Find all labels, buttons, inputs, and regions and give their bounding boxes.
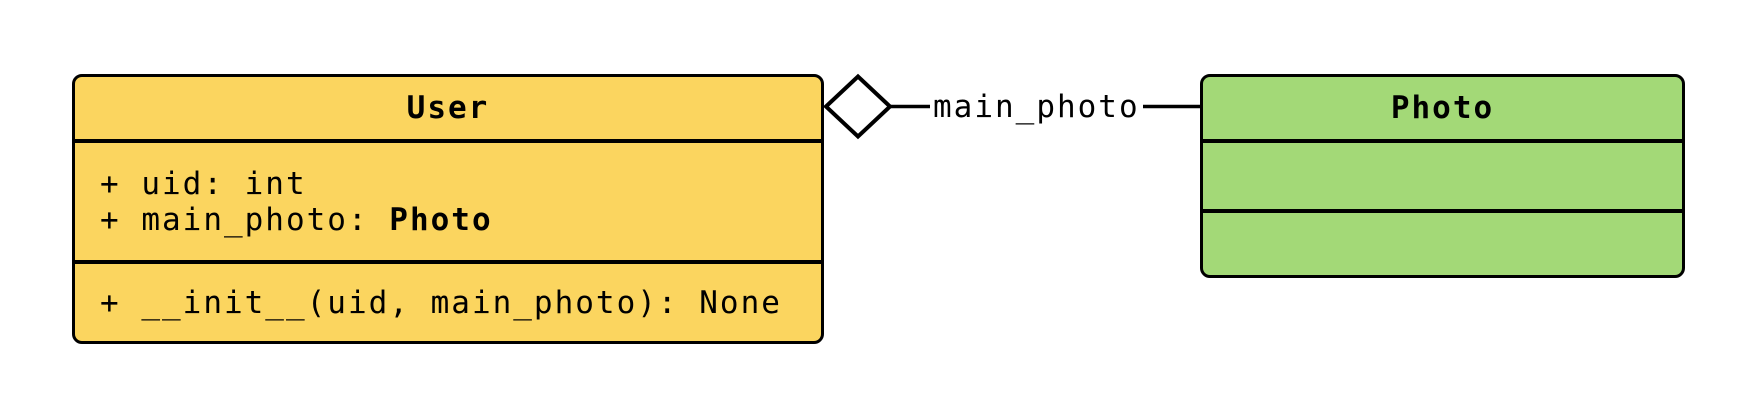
aggregation-diamond-icon — [823, 73, 893, 140]
attribute-line: + main_photo: Photo — [100, 202, 821, 238]
relationship-label: main_photo — [930, 88, 1143, 125]
class-attributes-compartment: + uid: int + main_photo: Photo — [75, 139, 821, 260]
method-line: + __init__(uid, main_photo): None — [100, 284, 782, 321]
class-name-photo: Photo — [1390, 90, 1495, 126]
attribute-line: + uid: int — [100, 166, 821, 202]
attribute-text: + main_photo: — [100, 201, 390, 238]
class-title-compartment: User — [75, 77, 821, 139]
class-box-user: User + uid: int + main_photo: Photo + __… — [72, 74, 824, 344]
attribute-type: Photo — [389, 201, 493, 238]
class-methods-compartment-empty — [1203, 209, 1682, 275]
attribute-text: + uid: int — [100, 165, 307, 202]
class-title-compartment: Photo — [1203, 77, 1682, 139]
class-attributes-compartment-empty — [1203, 139, 1682, 209]
class-methods-compartment: + __init__(uid, main_photo): None — [75, 260, 821, 341]
class-box-photo: Photo — [1200, 74, 1685, 278]
class-name-user: User — [406, 90, 490, 126]
